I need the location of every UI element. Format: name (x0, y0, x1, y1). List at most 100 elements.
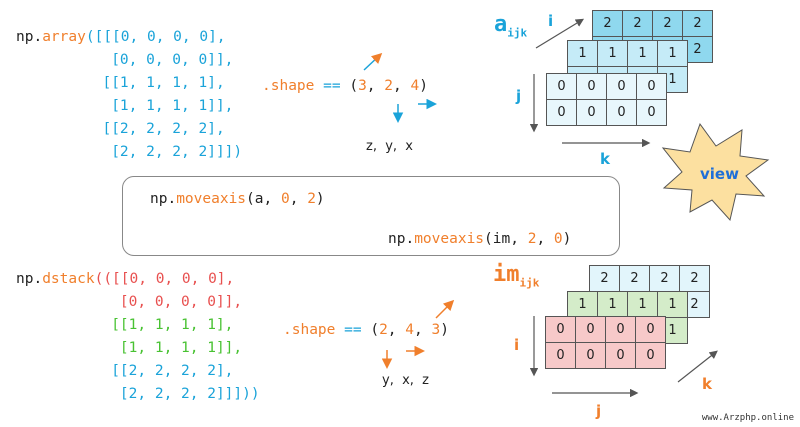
top-layer-0-cell: 0 (547, 74, 577, 100)
dstack-line-4: [1, 1, 1, 1]], (85, 340, 243, 356)
watermark: www.Arzphp.online (701, 413, 794, 423)
bottom-layer-0-cell: 0 (606, 343, 636, 369)
view-label: view (700, 165, 739, 183)
backward-arg-source: 2 (527, 231, 537, 247)
bottom-layer-0-cell: 0 (606, 317, 636, 343)
array-line-1: ([[[0, 0, 0, 0], (85, 29, 226, 45)
top-layer-0-cell: 0 (607, 74, 637, 100)
top-axes-labels: z, y, x (366, 139, 414, 154)
top-shape-eq: == (323, 78, 341, 94)
dstack-line-3: [[1, 1, 1, 1], (85, 317, 234, 333)
bottom-layer-2-cell: 2 (620, 266, 650, 292)
bottom-layer-2-cell: 2 (680, 292, 710, 318)
bottom-layer-1-cell: 1 (658, 318, 688, 344)
top-layer-2-cell: 2 (653, 11, 683, 37)
top-layer-2-cell: 2 (683, 37, 713, 63)
dstack-line-5: [[2, 2, 2, 2], (85, 363, 234, 379)
bottom-layer-1-cell: 1 (568, 292, 598, 318)
bottom-var-sub: ijk (519, 276, 540, 290)
top-shape-attr: .shape (262, 78, 315, 94)
top-layer-0-cell: 0 (577, 74, 607, 100)
bottom-axis-j-label: j (596, 402, 602, 420)
top-layer-2-cell: 2 (683, 11, 713, 37)
bottom-layer-2-cell: 2 (590, 266, 620, 292)
backward-arg-dest: 0 (553, 231, 563, 247)
moveaxis-panel (122, 176, 620, 256)
bottom-layer-1-cell: 1 (658, 292, 688, 318)
backward-arg-array: im (492, 231, 511, 247)
dstack-code-block: np.dstack(([[0, 0, 0, 0], [0, 0, 0, 0]],… (16, 271, 260, 402)
top-shape-val-0: 3 (358, 78, 367, 94)
array-line-2: [0, 0, 0, 0]], (85, 52, 234, 68)
top-axis-k-label: k (600, 150, 610, 168)
np-token: np (16, 29, 34, 45)
top-layer-1-cell: 1 (658, 67, 688, 93)
view-star-shape (661, 122, 770, 222)
top-axis-i-label: i (548, 12, 554, 30)
top-layer-1-cell: 1 (628, 41, 658, 67)
forward-arg-source: 0 (280, 191, 290, 207)
forward-arg-dest: 2 (307, 191, 316, 207)
bottom-axis-k-label: k (702, 375, 712, 393)
forward-fn-token: moveaxis (176, 191, 247, 207)
top-layer-1-cell: 1 (568, 41, 598, 67)
dstack-line-1: (([[0, 0, 0, 0], (94, 271, 235, 287)
top-var-label: aijk (494, 12, 527, 39)
bottom-shape-eq: == (344, 322, 362, 338)
bottom-z-arrow (435, 299, 455, 319)
top-var-name: a (494, 12, 508, 37)
bottom-axis-i-label: i (514, 336, 520, 354)
forward-arg-array: a (254, 191, 264, 207)
top-layer-1-cell: 1 (658, 41, 688, 67)
top-axis-j-label: j (516, 87, 522, 105)
top-shape-expression: .shape == (3, 2, 4) (262, 78, 428, 94)
array-code-block: np.array([[[0, 0, 0, 0], [0, 0, 0, 0]], … (16, 29, 243, 160)
bottom-layer-1-cell: 1 (628, 292, 658, 318)
array-fn-token: array (42, 29, 86, 45)
bottom-shape-close: ) (440, 322, 449, 338)
top-shape-close: ) (419, 78, 428, 94)
dstack-fn-token: dstack (42, 271, 95, 287)
backward-fn-token: moveaxis (414, 231, 485, 247)
bottom-layer-0-cell: 0 (546, 317, 576, 343)
bottom-var-name: im (493, 262, 520, 287)
dstack-np-token: np (16, 271, 34, 287)
top-z-arrow (363, 52, 383, 71)
backward-np-token: np (388, 231, 406, 247)
bottom-layer-0-cell: 0 (636, 317, 666, 343)
top-shape-open: ( (349, 78, 359, 94)
forward-np-token: np (150, 191, 168, 207)
bottom-var-label: imijk (493, 262, 539, 289)
bottom-layer-0-cell: 0 (636, 343, 666, 369)
top-var-sub: ijk (507, 26, 528, 40)
array-line-3: [[1, 1, 1, 1], (85, 75, 225, 91)
top-layer-2-cell: 2 (593, 11, 623, 37)
bottom-shape-val-0: 2 (379, 322, 388, 338)
forward-moveaxis-call: np.moveaxis(a, 0, 2) (150, 191, 325, 207)
bottom-layer-0-cell: 0 (576, 343, 606, 369)
bottom-layer-2-cell: 2 (680, 266, 710, 292)
bottom-layer-1-cell: 1 (598, 292, 628, 318)
dstack-line-6: [2, 2, 2, 2]]])) (85, 386, 260, 402)
bottom-shape-val-2: 3 (431, 322, 441, 338)
bottom-layer-0-cell: 0 (546, 343, 576, 369)
bottom-shape-val-1: 4 (405, 322, 414, 338)
top-layer-0-cell: 0 (577, 100, 607, 126)
bottom-shape-open: ( (370, 322, 380, 338)
bottom-layer-0-cell: 0 (576, 317, 606, 343)
bottom-k-arrow (677, 350, 718, 383)
top-layer-1-cell: 1 (598, 41, 628, 67)
bottom-shape-attr: .shape (283, 322, 336, 338)
top-layer-0-cell: 0 (607, 100, 637, 126)
top-layer-2-cell: 2 (623, 11, 653, 37)
dstack-line-2: [0, 0, 0, 0]], (85, 294, 243, 310)
top-layer-0-cell: 0 (637, 100, 667, 126)
array-line-6: [2, 2, 2, 2]]]) (85, 144, 243, 160)
array-line-5: [[2, 2, 2, 2], (85, 121, 225, 137)
top-layer-0-cell: 0 (547, 100, 577, 126)
array-line-4: [1, 1, 1, 1]], (85, 98, 234, 114)
bottom-axes-labels: y, x, z (382, 373, 430, 388)
top-i-arrow (535, 18, 585, 49)
